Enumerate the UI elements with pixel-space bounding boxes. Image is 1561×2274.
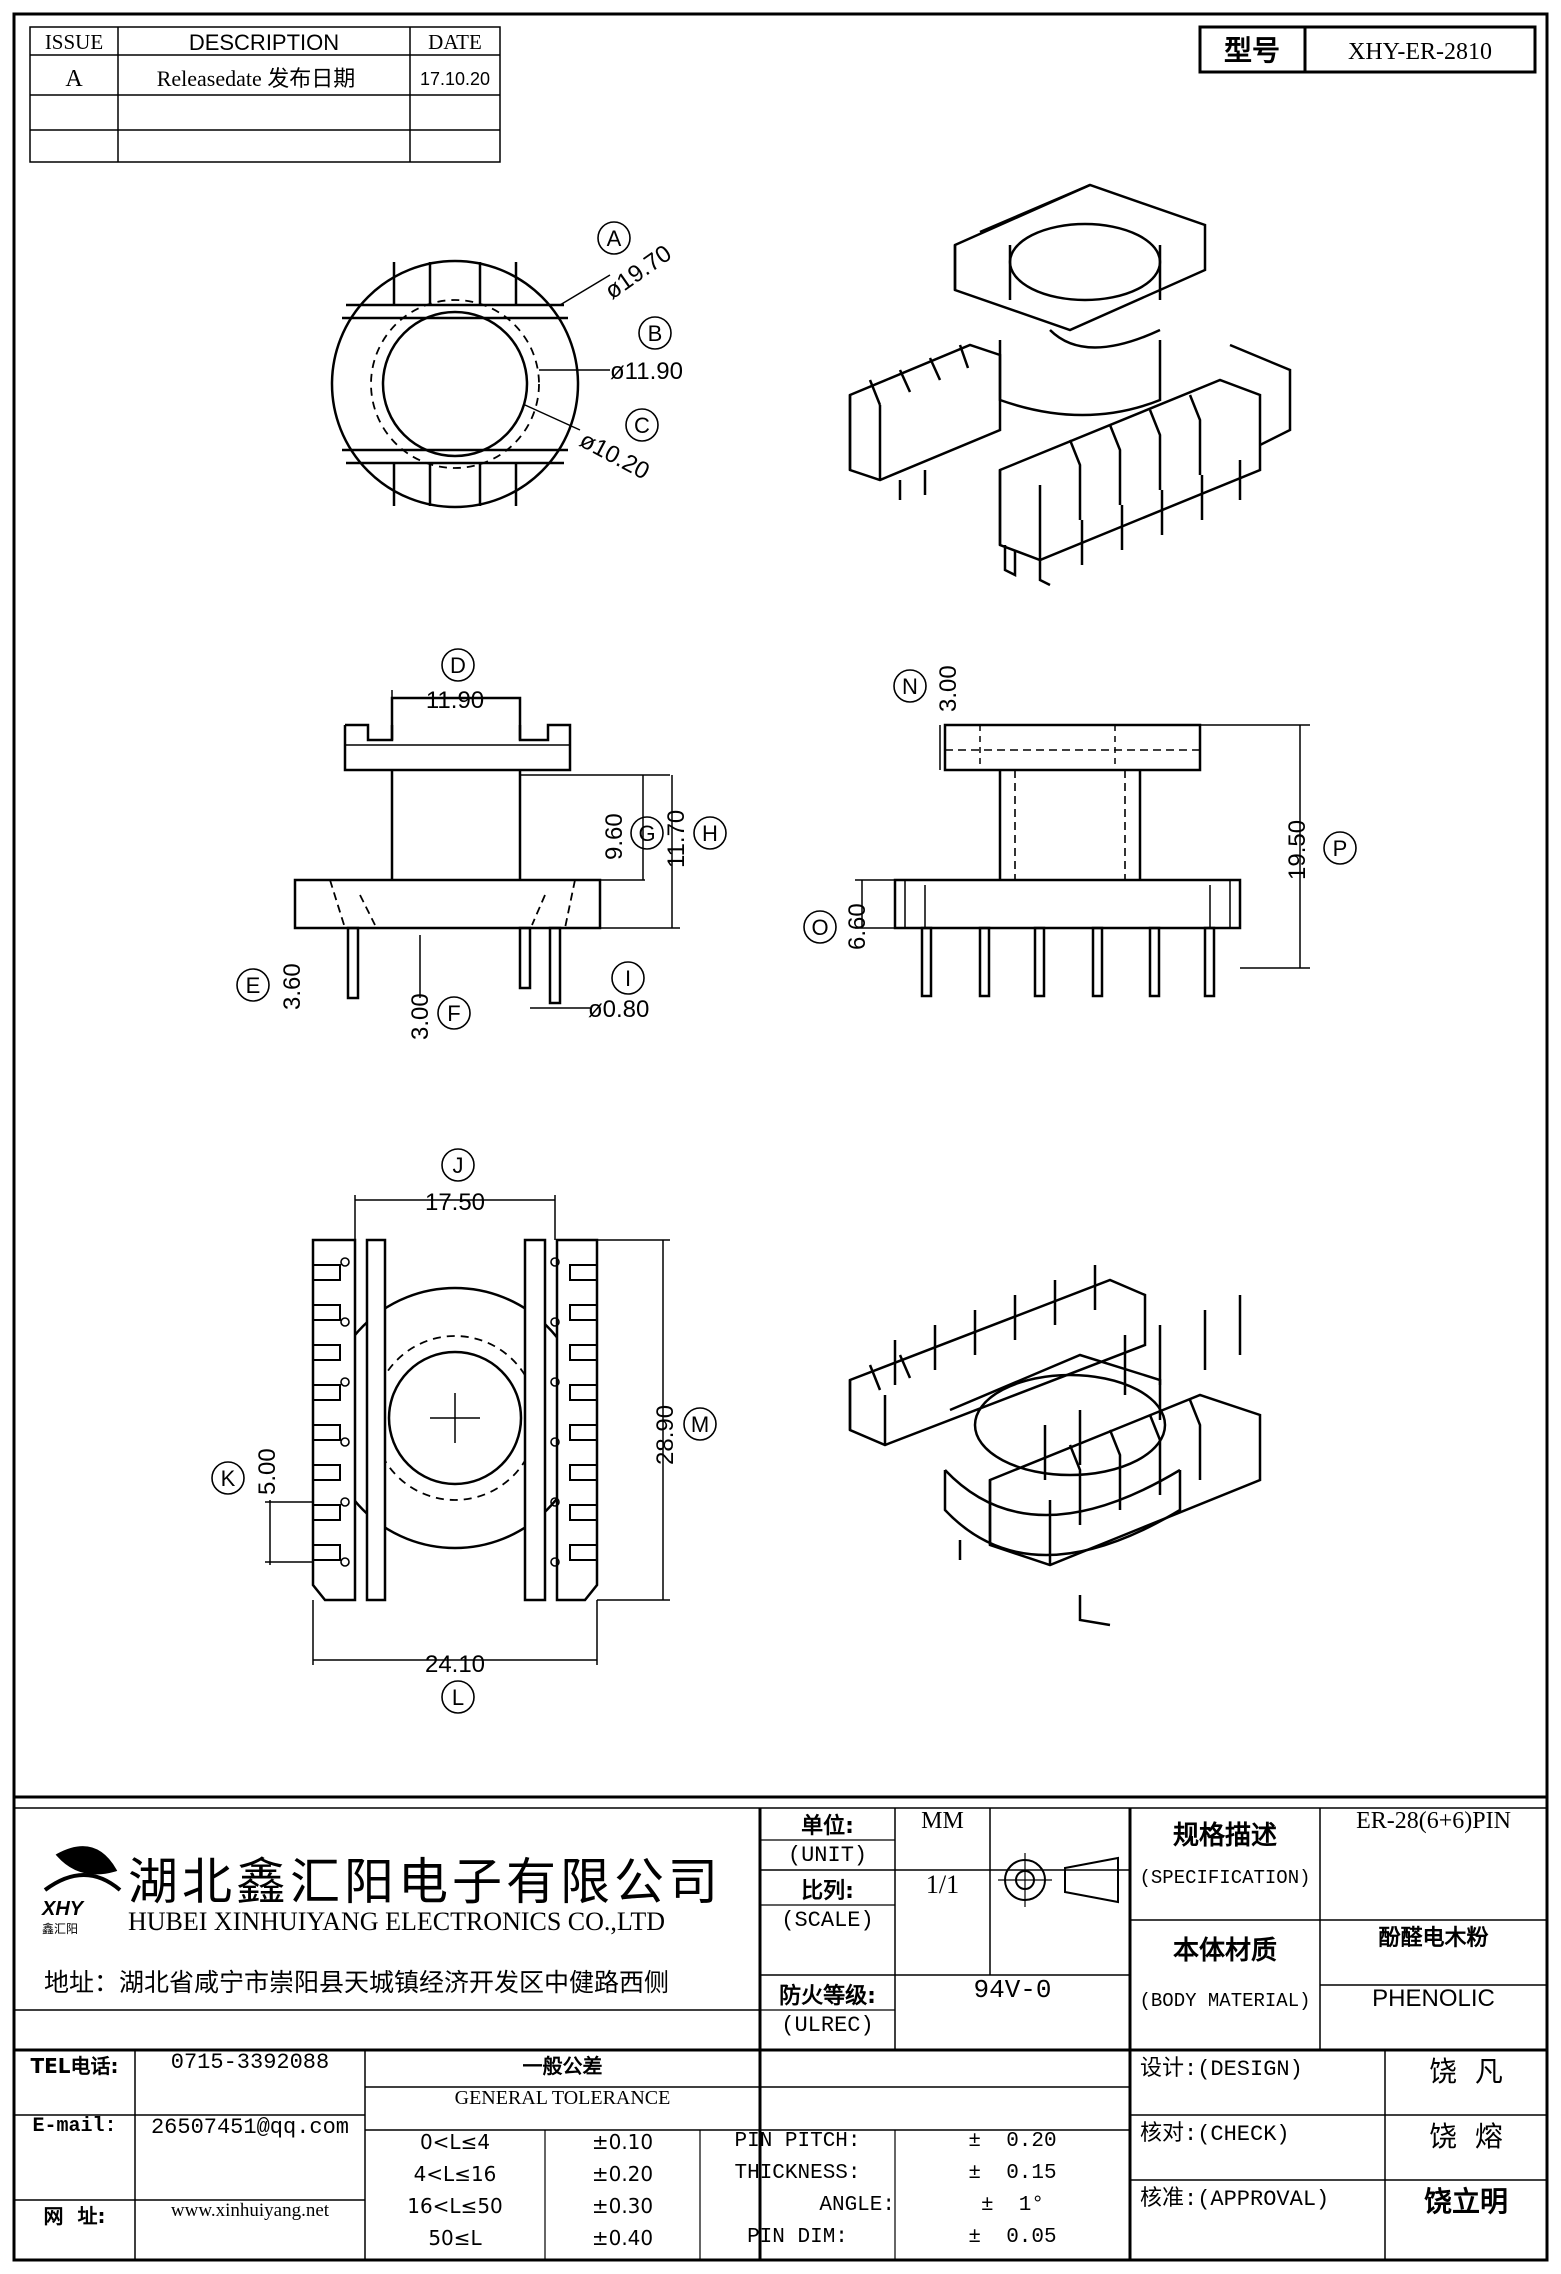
dim-f-value: 3.00 [407,993,434,1040]
title-block [14,1795,1547,2260]
dim-b-value: ø11.90 [610,358,683,385]
dim-p-value: 19.50 [1284,820,1311,880]
dim-m-value: 28.90 [652,1405,679,1465]
callout-l-letter: L [452,1685,464,1710]
revision-description-header: DESCRIPTION [189,30,339,55]
front-view [293,690,680,1009]
callout-i-letter: I [625,966,631,991]
dim-h-value: 11.70 [663,810,690,868]
callout-f-letter: F [447,1001,460,1026]
callout-o-letter: O [811,915,828,940]
callout-g-letter: G [638,821,655,846]
dim-d-value: 11.90 [426,687,484,714]
dim-e-value: 3.60 [279,963,306,1010]
callout-l-circle [441,1680,475,1714]
top-view [330,259,611,509]
dim-n-value: 3.00 [935,665,962,712]
callout-d-circle [441,648,475,682]
isometric-view-1 [848,183,1292,587]
model-label: 型号 [1224,35,1280,66]
callout-m-letter: M [691,1412,709,1437]
dim-l-value: 24.10 [425,1651,485,1678]
revision-date-cell: 17.10.20 [420,69,490,89]
dim-j-value: 17.50 [425,1189,485,1216]
projection-symbol-icon [998,1853,1119,1907]
model-value: XHY-ER-2810 [1348,39,1492,65]
callout-b-letter: B [648,321,663,346]
callout-p-circle [1323,831,1357,865]
callout-a-circle [597,221,631,255]
callout-n-circle [893,669,927,703]
dim-k-value: 5.00 [254,1448,281,1495]
bottom-view [265,1195,670,1665]
callout-j-letter: J [453,1153,464,1178]
callout-k-circle [211,1461,245,1495]
revision-description-cell: Releasedate 发布日期 [157,66,356,91]
dim-g-value: 9.60 [601,813,628,860]
sheet-border [12,12,1549,2262]
callout-c-letter: C [634,413,650,438]
callout-h-letter: H [702,821,718,846]
revision-date-header: DATE [428,30,482,54]
callout-k-letter: K [221,1466,236,1491]
callout-g-circle [630,816,664,850]
callout-b-circle [638,316,672,350]
callout-o-circle [803,910,837,944]
isometric-view-2 [848,1265,1262,1627]
callout-i-circle [611,961,645,995]
callout-m-circle [683,1407,717,1441]
callout-f-circle [437,996,471,1030]
dim-o-value: 6.60 [844,903,871,950]
model-box [1198,25,1537,74]
side-view [855,723,1310,998]
callout-n-letter: N [902,674,918,699]
callout-e-letter: E [246,973,261,998]
revision-issue-header: ISSUE [45,30,103,54]
dim-i-value: ø0.80 [588,996,649,1023]
callout-h-circle [693,816,727,850]
callout-j-circle [441,1148,475,1182]
callout-e-circle [236,968,270,1002]
callout-d-letter: D [450,653,466,678]
callout-a-letter: A [607,226,622,251]
company-logo-icon [43,1846,122,1892]
callout-c-circle [625,408,659,442]
revision-issue-cell: A [65,66,83,92]
callout-p-letter: P [1333,836,1348,861]
revision-table [29,26,501,163]
